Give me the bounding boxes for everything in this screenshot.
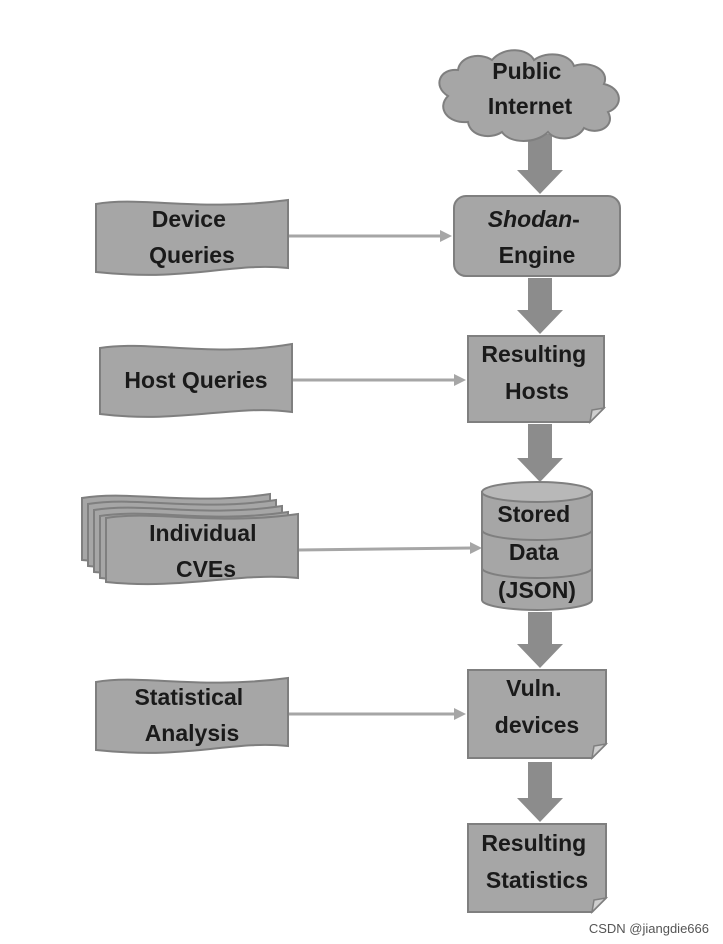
arrow-individual-cves	[297, 542, 482, 554]
stored-data-band-1	[481, 529, 593, 541]
arrow-host-queries	[292, 374, 466, 386]
resulting-statistics-node: Resulting Statistics	[467, 823, 609, 915]
arrow-device-queries	[288, 230, 452, 242]
watermark: CSDN @jiangdie666	[588, 921, 709, 936]
public-internet-label: Public Internet	[488, 58, 573, 119]
host-queries-label: Host Queries	[124, 367, 267, 393]
cloud-shape	[438, 49, 620, 142]
stored-data-node: Stored Data (JSON)	[481, 481, 593, 611]
device-queries-label: Device Queries	[149, 206, 235, 268]
resulting-hosts-label: Resulting Hosts	[481, 341, 592, 404]
stored-data-top	[481, 481, 593, 503]
host-queries-input: Host Queries	[99, 342, 293, 418]
vuln-devices-fold	[590, 742, 609, 761]
input-arrows	[288, 230, 482, 720]
arrow-hosts-to-stored	[517, 424, 563, 482]
device-queries-input: Device Queries	[95, 198, 289, 276]
stored-data-band-2	[481, 567, 593, 579]
host-queries-shape	[99, 342, 293, 418]
cves-sheet-5	[105, 512, 299, 586]
device-queries-shape	[95, 198, 289, 276]
statistical-analysis-label: Statistical Analysis	[134, 684, 249, 746]
resulting-hosts-node: Resulting Hosts	[467, 335, 607, 425]
public-internet-node: Public Internet	[438, 49, 620, 142]
statistical-analysis-input: Statistical Analysis	[95, 676, 289, 754]
resulting-hosts-fold	[588, 406, 607, 425]
arrow-stored-to-vuln	[517, 612, 563, 668]
individual-cves-label: Individual CVEs	[149, 520, 263, 582]
arrow-vuln-to-statistics	[517, 762, 563, 822]
vuln-devices-label: Vuln. devices	[495, 675, 579, 738]
shodan-engine-label: Shodan- Engine	[488, 206, 586, 268]
individual-cves-input: Individual CVEs	[81, 492, 299, 586]
arrow-statistical-analysis	[288, 708, 466, 720]
stored-data-label: Stored Data (JSON)	[497, 501, 576, 603]
shodan-engine-node: Shodan- Engine	[453, 195, 621, 277]
statistical-analysis-shape	[95, 676, 289, 754]
arrow-shodan-to-hosts	[517, 278, 563, 334]
resulting-statistics-fold	[590, 896, 609, 915]
arrow-internet-to-shodan	[517, 134, 563, 194]
stored-data-body	[481, 491, 593, 611]
shodan-engine-box	[453, 195, 621, 277]
flow-arrows	[517, 134, 563, 822]
resulting-statistics-label: Resulting Statistics	[481, 830, 592, 893]
vuln-devices-node: Vuln. devices	[467, 669, 609, 761]
